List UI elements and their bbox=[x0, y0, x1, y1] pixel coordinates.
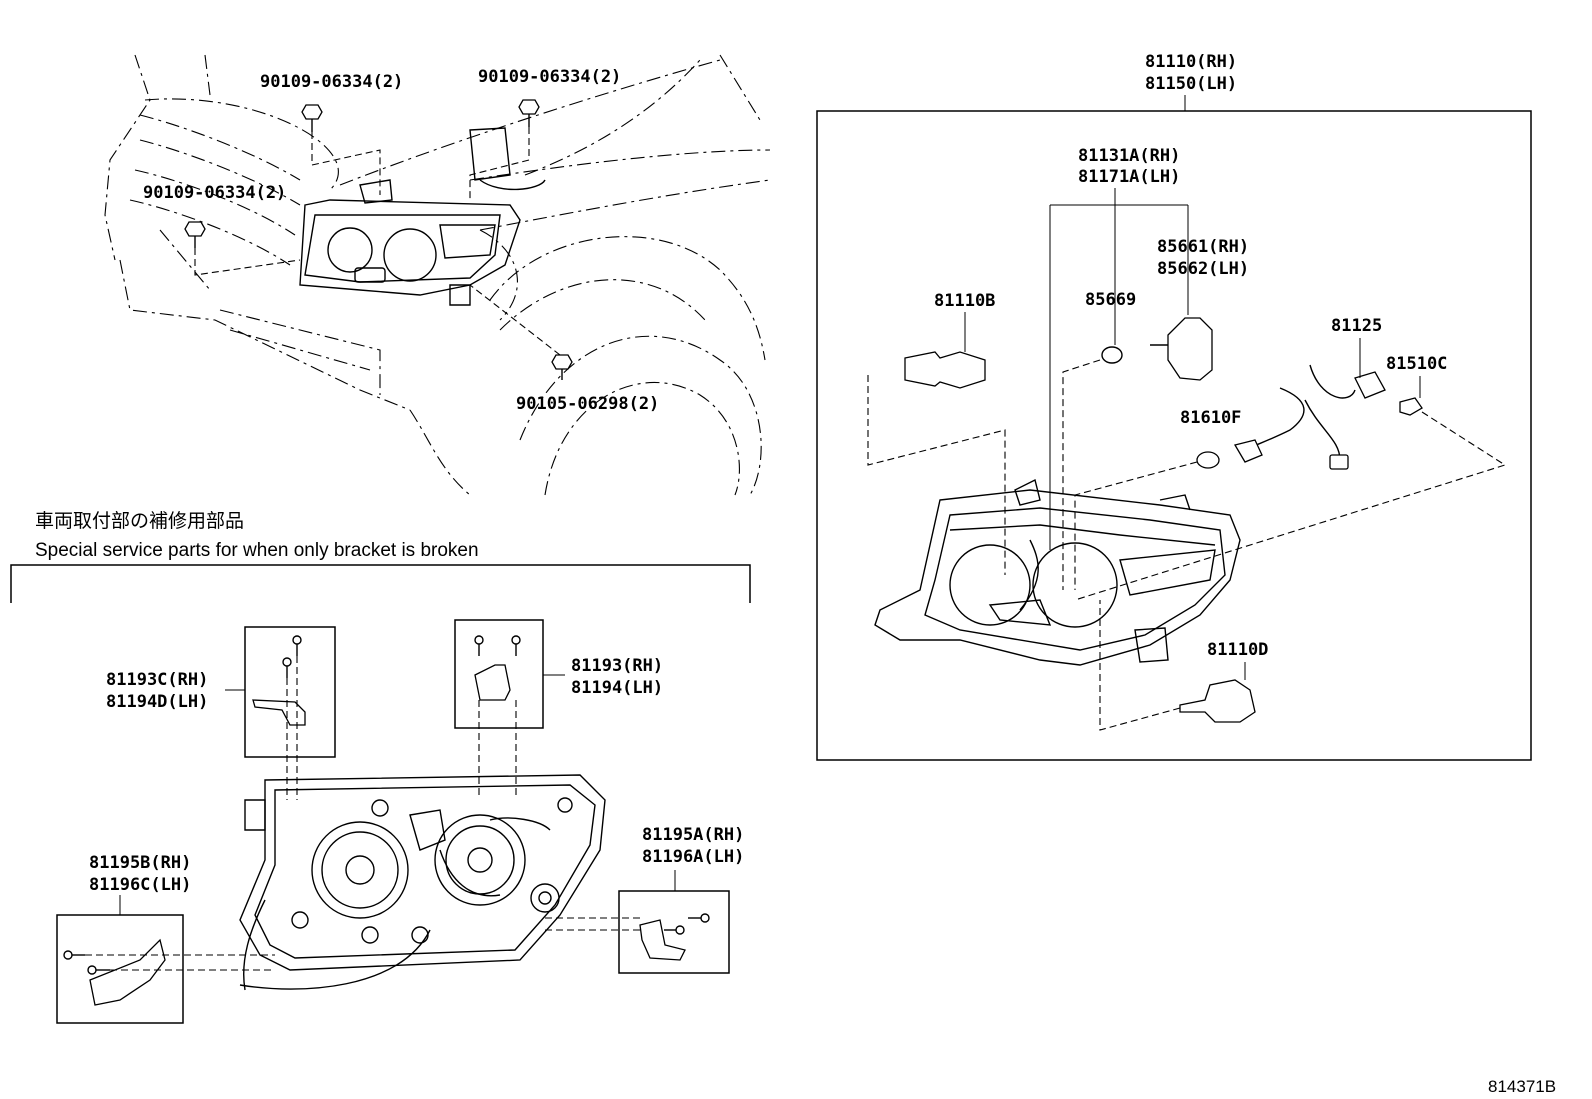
callout-bulb-b: 81110B bbox=[934, 291, 995, 311]
vehicle-front-view bbox=[104, 54, 771, 496]
callout-bulb-d: 81110D bbox=[1207, 640, 1268, 660]
bracket-box-81193c bbox=[244, 626, 336, 758]
callout-bulb-f: 81610F bbox=[1180, 408, 1241, 428]
bulb-81610f bbox=[1074, 451, 1220, 590]
vehicle-headlamp bbox=[299, 127, 546, 306]
bracket-box-81195a bbox=[618, 890, 730, 974]
callout-bracket-c2-lh: 81196C(LH) bbox=[89, 875, 191, 895]
bulb-81110b bbox=[867, 312, 1006, 575]
callout-socket-rh: 85661(RH) bbox=[1157, 237, 1249, 257]
bracket-section-frame bbox=[10, 564, 751, 603]
socket-85661 bbox=[1150, 317, 1213, 381]
exploded-headlamp bbox=[874, 478, 1241, 666]
cord-81125 bbox=[1233, 338, 1386, 470]
callout-bracket-lh: 81194(LH) bbox=[571, 678, 663, 698]
callout-socket-lh: 85662(LH) bbox=[1157, 259, 1249, 279]
bulb-81110d bbox=[1099, 600, 1256, 731]
o-ring-85669 bbox=[1062, 346, 1123, 590]
bracket-81193-parts bbox=[474, 635, 521, 795]
callout-bulb-c: 81510C bbox=[1386, 354, 1447, 374]
callout-bracket-a-lh: 81196A(LH) bbox=[642, 847, 744, 867]
bracket-leader-lines bbox=[119, 674, 676, 915]
callout-housing-lh: 81171A(LH) bbox=[1078, 167, 1180, 187]
bracket-81195a-parts bbox=[545, 913, 710, 961]
callout-oring: 85669 bbox=[1085, 290, 1136, 310]
callout-bolt-top-right: 90109-06334(2) bbox=[478, 67, 621, 87]
bulb-81510c bbox=[1074, 376, 1507, 601]
callout-bracket-d-lh: 81194D(LH) bbox=[106, 692, 208, 712]
bracket-81195b-parts bbox=[63, 938, 275, 1006]
callout-bracket-c-rh: 81193C(RH) bbox=[106, 670, 208, 690]
callout-bracket-a-rh: 81195A(RH) bbox=[642, 825, 744, 845]
bolt-leader-lines bbox=[194, 127, 561, 356]
callout-bracket-rh: 81193(RH) bbox=[571, 656, 663, 676]
headlamp-rear-view bbox=[239, 774, 606, 991]
jp-note-title: 車両取付部の補修用部品 bbox=[35, 510, 244, 532]
figure-id: 814371B bbox=[1488, 1077, 1556, 1096]
callout-cord: 81125 bbox=[1331, 316, 1382, 336]
callout-assy-lh: 81150(LH) bbox=[1145, 74, 1237, 94]
callout-assy-rh: 81110(RH) bbox=[1145, 52, 1237, 72]
callout-bolt-bottom: 90105-06298(2) bbox=[516, 394, 659, 414]
callout-bolt-mid-left: 90109-06334(2) bbox=[143, 183, 286, 203]
bracket-box-81193 bbox=[454, 619, 544, 729]
callout-housing-rh: 81131A(RH) bbox=[1078, 146, 1180, 166]
callout-bolt-top-left: 90109-06334(2) bbox=[260, 72, 403, 92]
en-note-title: Special service parts for when only brac… bbox=[35, 540, 479, 561]
bolt-icon bbox=[184, 99, 573, 380]
callout-bracket-b-rh: 81195B(RH) bbox=[89, 853, 191, 873]
assembly-frame bbox=[816, 110, 1532, 761]
bracket-81193c-parts bbox=[252, 635, 306, 800]
